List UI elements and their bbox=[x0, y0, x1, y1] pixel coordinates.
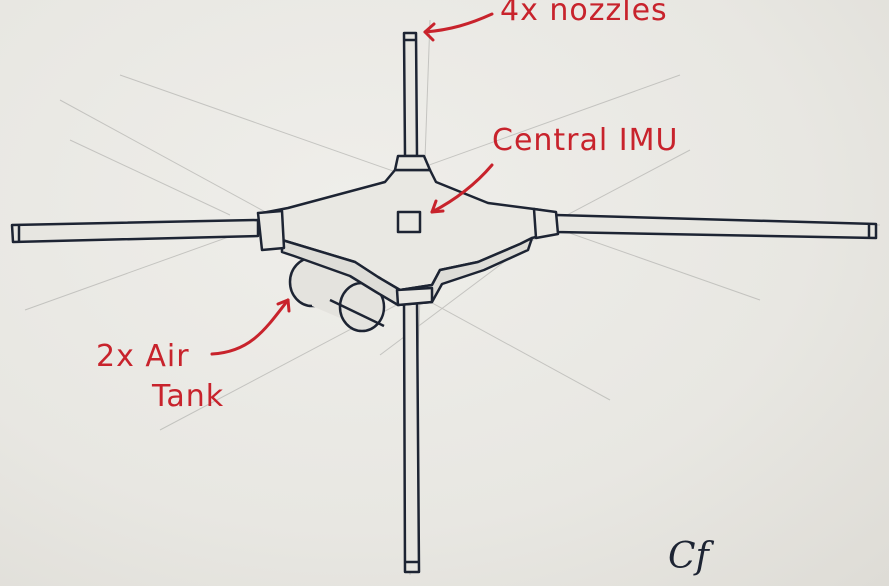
label-nozzles: 4x nozzles bbox=[500, 0, 668, 28]
collar-right bbox=[534, 209, 558, 238]
construction-lines bbox=[25, 20, 880, 575]
label-imu: Central IMU bbox=[492, 123, 678, 158]
nozzle-arm-top bbox=[404, 33, 417, 156]
collar-left bbox=[258, 211, 284, 250]
collar-top bbox=[395, 156, 430, 170]
nozzle-arms bbox=[12, 33, 876, 572]
label-tanks-line2: Tank bbox=[151, 379, 224, 414]
collar-bottom bbox=[397, 288, 432, 305]
label-tanks-line1: 2x Air bbox=[96, 339, 190, 374]
signature: Cf bbox=[668, 536, 715, 577]
nozzle-arm-right bbox=[556, 215, 876, 238]
central-imu bbox=[398, 212, 420, 232]
nozzle-tips bbox=[19, 40, 869, 562]
nozzle-arm-bottom bbox=[404, 300, 419, 572]
nozzle-arm-left bbox=[12, 220, 258, 242]
arrow-tanks bbox=[212, 300, 288, 354]
